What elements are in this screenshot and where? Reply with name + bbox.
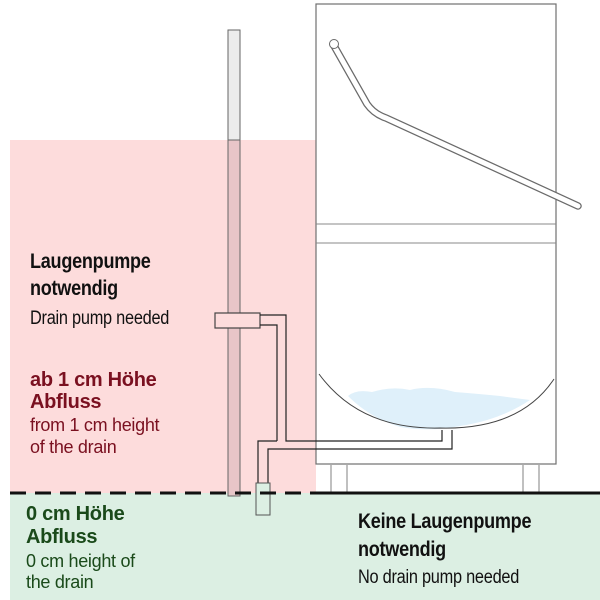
- height-1cm-label-line1: ab 1 cm Höhe: [30, 369, 157, 391]
- height-0cm-label-line1: 0 cm Höhe: [26, 503, 125, 525]
- height-0cm-en-line1: 0 cm height of: [26, 551, 135, 571]
- pump-needed-title-line1: Laugenpumpe: [30, 250, 151, 273]
- standpipe: [227, 29, 241, 497]
- height-0cm-en-line2: the drain: [26, 572, 94, 592]
- no-pump-zone: [10, 493, 600, 600]
- no-pump-subtitle: No drain pump needed: [358, 567, 520, 588]
- dishwasher: [315, 3, 582, 493]
- water-icon: [348, 387, 530, 430]
- height-1cm-label-line2: Abfluss: [30, 391, 102, 413]
- pump-needed-zone: [10, 140, 316, 493]
- drain-hose: [214, 312, 453, 516]
- no-pump-title-line1: Keine Laugenpumpe: [358, 510, 532, 533]
- height-0cm-label-line2: Abfluss: [26, 526, 98, 548]
- height-1cm-en-line1: from 1 cm height: [30, 415, 160, 435]
- tub-bottom: [318, 373, 555, 429]
- hood-handle-icon: [329, 39, 582, 210]
- no-pump-title-line2: notwendig: [358, 538, 446, 561]
- height-1cm-en-line2: of the drain: [30, 437, 117, 457]
- pump-needed-title-line2: notwendig: [30, 277, 118, 300]
- pump-needed-subtitle: Drain pump needed: [30, 308, 170, 329]
